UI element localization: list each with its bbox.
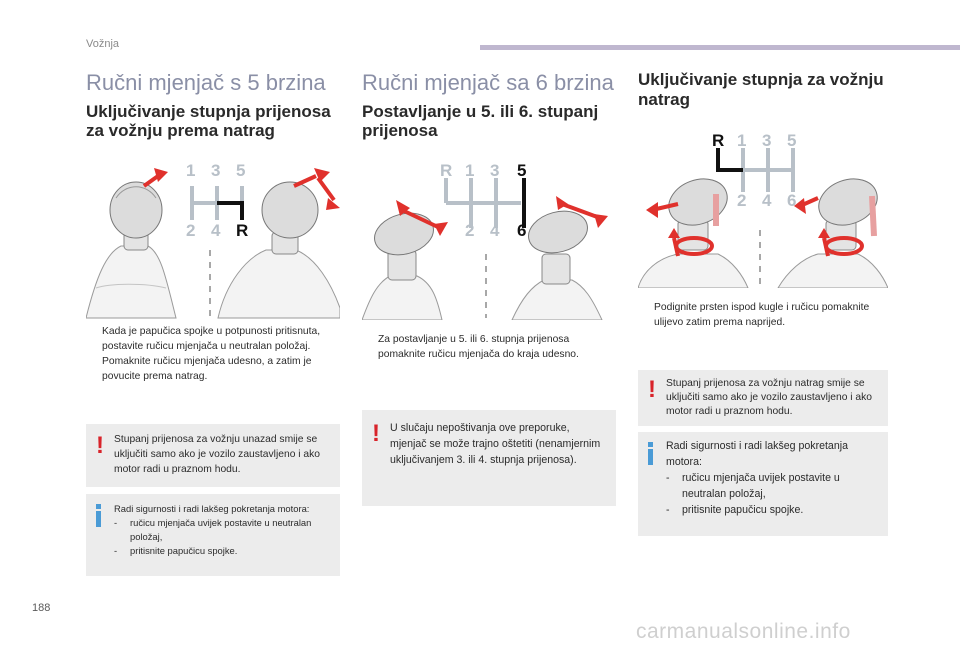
gear-4-label: 4 bbox=[490, 221, 500, 240]
col3-title: Uključivanje stupnja za vožnju natrag bbox=[638, 70, 884, 109]
info-intro: Radi sigurnosti i radi lakšeg pokretanja… bbox=[666, 440, 848, 468]
gear-2-label: 2 bbox=[186, 221, 195, 240]
gear-1-label: 1 bbox=[186, 161, 195, 180]
gear-5-label: 5 bbox=[787, 131, 796, 150]
gear-1-label: 1 bbox=[737, 131, 746, 150]
col2-subtitle: Postavljanje u 5. ili 6. stupanj prijeno… bbox=[362, 102, 599, 140]
warning-text: Stupanj prijenosa za vožnju natrag smije… bbox=[666, 378, 873, 417]
col3-illustration: R 1 3 5 2 4 6 bbox=[637, 126, 889, 289]
col2-bullets: Za postavljanje u 5. ili 6. stupnja prij… bbox=[362, 332, 616, 362]
warning-icon: ! bbox=[648, 376, 656, 403]
col2-warning-box: ! U slučaju nepoštivanja ove preporuke, … bbox=[362, 410, 616, 506]
gear-5-label: 5 bbox=[517, 161, 526, 180]
gear-4-label: 4 bbox=[762, 191, 772, 210]
list-item: Podignite prsten ispod kugle i ručicu po… bbox=[654, 302, 870, 328]
list-item: Pomaknite ručicu mjenjača udesno, a zati… bbox=[102, 356, 312, 382]
info-icon bbox=[648, 442, 653, 465]
header-bar bbox=[480, 45, 960, 50]
list-item: -ručicu mjenjača uvijek postavite u neut… bbox=[666, 472, 840, 500]
gear-3-label: 3 bbox=[762, 131, 771, 150]
arrow-right-icon bbox=[154, 168, 168, 182]
info-intro: Radi sigurnosti i radi lakšeg pokretanja… bbox=[114, 503, 310, 514]
gear-r-label: R bbox=[236, 221, 248, 240]
col3-info-box: Radi sigurnosti i radi lakšeg pokretanja… bbox=[638, 432, 888, 536]
col1-title: Ručni mjenjač s 5 brzina bbox=[86, 70, 326, 95]
col1-warning-box: ! Stupanj prijenosa za vožnju unazad smi… bbox=[86, 424, 340, 487]
watermark-footer: carmanualsonline.info bbox=[636, 620, 851, 643]
gear-6-label: 6 bbox=[517, 221, 526, 240]
gear-2-label: 2 bbox=[465, 221, 474, 240]
info-icon bbox=[96, 504, 101, 527]
gearbox-6-speed-illustration: R 1 3 5 2 4 6 bbox=[361, 161, 608, 321]
gear-3-label: 3 bbox=[211, 161, 220, 180]
gearbox-5-speed-illustration: 1 3 5 2 4 R bbox=[85, 161, 341, 319]
arrow-right-icon bbox=[594, 214, 608, 228]
gear-4-label: 4 bbox=[211, 221, 221, 240]
gear-r-label: R bbox=[712, 131, 724, 150]
warning-text: U slučaju nepoštivanja ove preporuke, mj… bbox=[390, 422, 601, 466]
arrow-left-icon bbox=[646, 202, 658, 218]
gear-3-label: 3 bbox=[490, 161, 499, 180]
col3-warning-box: ! Stupanj prijenosa za vožnju natrag smi… bbox=[638, 370, 888, 426]
page-number: 188 bbox=[32, 602, 51, 614]
gearbox-reverse-illustration: R 1 3 5 2 4 6 bbox=[637, 131, 889, 289]
section-label: Vožnja bbox=[86, 38, 120, 50]
gear-r-label: R bbox=[440, 161, 452, 180]
col2-title: Ručni mjenjač sa 6 brzina bbox=[362, 70, 614, 95]
gear-1-label: 1 bbox=[465, 161, 474, 180]
col1-subtitle: Uključivanje stupnja prijenosa za vožnju… bbox=[86, 102, 331, 140]
gear-5-label: 5 bbox=[236, 161, 245, 180]
gear-6-label: 6 bbox=[787, 191, 796, 210]
warning-icon: ! bbox=[372, 420, 380, 447]
list-item: Za postavljanje u 5. ili 6. stupnja prij… bbox=[378, 334, 579, 360]
warning-icon: ! bbox=[96, 432, 104, 459]
warning-text: Stupanj prijenosa za vožnju unazad smije… bbox=[114, 434, 321, 475]
list-item: -pritisnite papučicu spojke. bbox=[666, 504, 804, 516]
list-item: -pritisnite papučicu spojke. bbox=[114, 545, 238, 556]
col2-illustration: R 1 3 5 2 4 6 bbox=[361, 158, 616, 321]
gear-2-label: 2 bbox=[737, 191, 746, 210]
list-item: -ručicu mjenjača uvijek postavite u neut… bbox=[114, 517, 312, 542]
col1-bullets: Kada je papučica spojke u potpunosti pri… bbox=[86, 324, 340, 384]
col1-info-box: Radi sigurnosti i radi lakšeg pokretanja… bbox=[86, 494, 340, 576]
col1-illustration: 1 3 5 2 4 R bbox=[85, 158, 341, 320]
gear-pattern-6-speed bbox=[444, 178, 521, 228]
col3-bullets: Podignite prsten ispod kugle i ručicu po… bbox=[638, 300, 888, 330]
list-item: Kada je papučica spojke u potpunosti pri… bbox=[102, 326, 321, 352]
